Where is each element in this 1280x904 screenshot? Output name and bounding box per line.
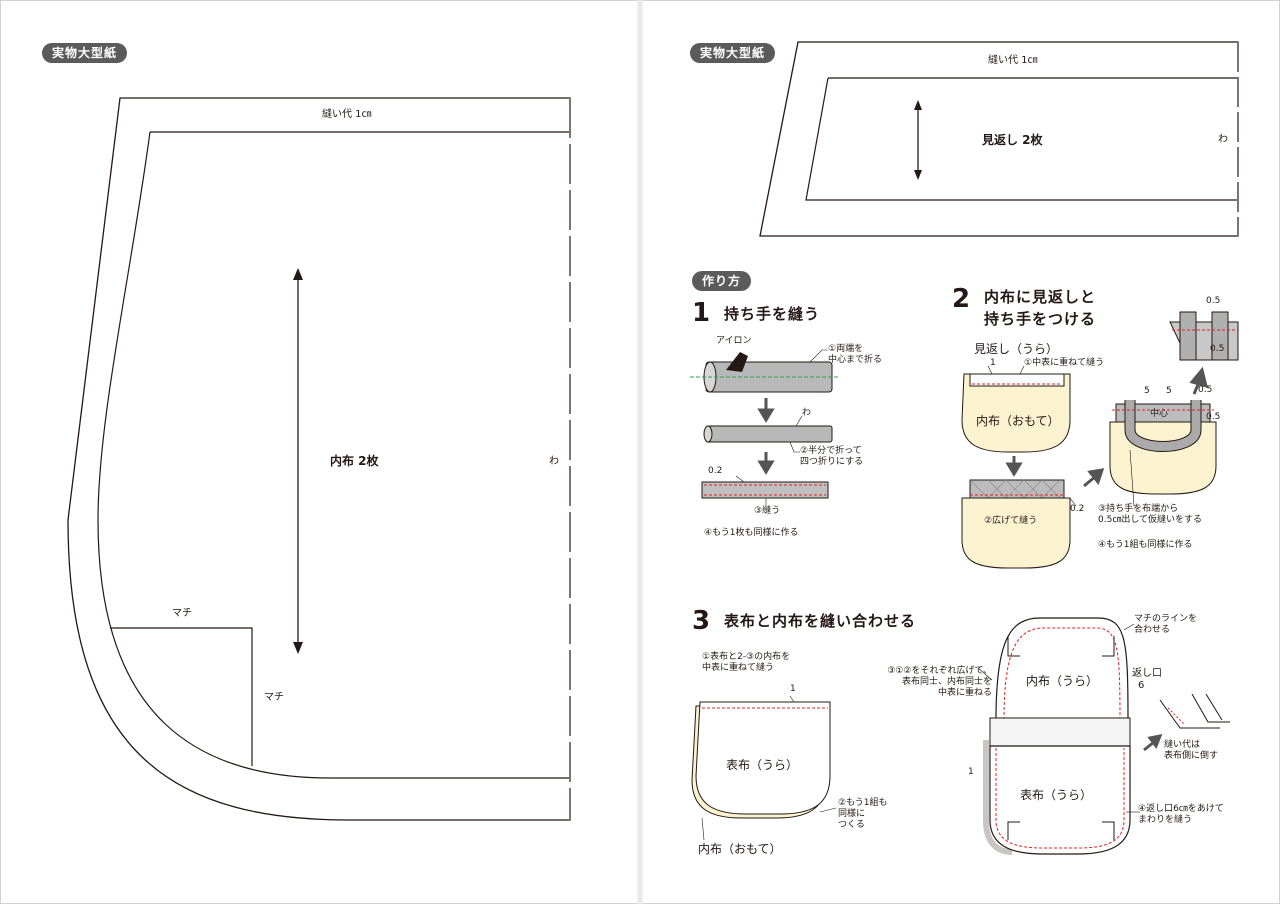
fold-mark: わ xyxy=(549,456,559,467)
gusset-label-top: マチ xyxy=(172,608,192,619)
step2-inner-label: 内布（おもて） xyxy=(976,414,1060,428)
step2-center: 中心 xyxy=(1150,409,1169,419)
step3-m1b: 1 xyxy=(968,767,974,777)
step2-title-line1: 内布に見返しと xyxy=(984,288,1097,306)
step2-m05d: 0.5 xyxy=(1210,344,1225,354)
step3-note2: ②もう1組も 同様に つくる xyxy=(838,798,888,830)
step1-note2: ②半分で折って 四つ折りにする xyxy=(800,446,864,467)
step3-outer-back: 表布（うら） xyxy=(1020,788,1093,802)
step2-note3: ③持ち手を布端から 0.5㎝出して仮縫いをする xyxy=(1098,504,1203,525)
step3-opening: 返し口 xyxy=(1132,668,1162,679)
step1-measure: 0.2 xyxy=(708,466,723,476)
facing-seam-label: 縫い代 1㎝ xyxy=(988,55,1038,66)
step2-title-line2: 持ち手をつける xyxy=(984,310,1097,328)
gusset-label-side: マチ xyxy=(264,692,284,703)
method-badge: 作り方 xyxy=(692,271,752,291)
left-page: 実物大型紙 縫い代 1㎝ 内布 2枚 わ マチ マチ xyxy=(42,43,571,821)
step1-number: 1 xyxy=(692,298,711,328)
facing-fold-mark: わ xyxy=(1218,134,1228,145)
inner-cloth-pattern xyxy=(67,97,571,821)
step3-note1: ①表布と2-③の内布を 中表に重ねて縫う xyxy=(702,652,791,673)
piece-label: 内布 2枚 xyxy=(330,454,379,468)
step3-diagram xyxy=(691,617,1230,855)
step1-note3: ③縫う xyxy=(754,506,781,516)
step2-diagram xyxy=(961,311,1239,569)
step2-m05b: 0.5 xyxy=(1206,412,1221,422)
step2-m5a: 5 xyxy=(1144,386,1150,396)
facing-piece-label: 見返し 2枚 xyxy=(982,133,1043,147)
step1-note1: ①両端を 中心まで折る xyxy=(828,344,883,365)
pattern-badge: 実物大型紙 xyxy=(690,43,776,63)
step2-number: 2 xyxy=(952,284,971,314)
step2-note4: ④もう1組も同様に作る xyxy=(1098,540,1193,550)
step2-m02: 0.2 xyxy=(1070,504,1085,514)
seam-allowance-label: 縫い代 1㎝ xyxy=(322,109,372,120)
step2-m05c: 0.5 xyxy=(1206,296,1221,306)
step2-note1: ①中表に重ねて縫う xyxy=(1024,358,1105,368)
step3-seam-note: 縫い代は 表布側に倒す xyxy=(1164,740,1219,761)
pattern-badge: 実物大型紙 xyxy=(42,43,128,63)
step3-note4: ④返し口6㎝をあけて まわりを縫う xyxy=(1138,804,1224,825)
step3-number: 3 xyxy=(692,606,711,636)
step2-m05a: 0.5 xyxy=(1198,385,1213,395)
step2-facing-label: 見返し（うら） xyxy=(974,342,1059,356)
step2-note2: ②広げて縫う xyxy=(984,516,1038,526)
step2-m1: 1 xyxy=(990,358,996,368)
step3-outer-label: 表布（うら） xyxy=(726,758,799,772)
step1-iron-label: アイロン xyxy=(716,336,752,346)
facing-pattern xyxy=(759,41,1239,237)
step3-opening-num: 6 xyxy=(1138,680,1145,691)
step2-m5b: 5 xyxy=(1166,386,1172,396)
step3-title: 表布と内布を縫い合わせる xyxy=(724,612,917,630)
step3-inner-back: 内布（うら） xyxy=(1026,674,1099,688)
step3-m1: 1 xyxy=(790,684,796,694)
step1-note4: ④もう1枚も同様に作る xyxy=(704,528,799,538)
step1-title: 持ち手を縫う xyxy=(724,305,821,323)
right-page: 実物大型紙 縫い代 1㎝ 見返し 2枚 わ 作り方 1 持ち手を縫う xyxy=(640,0,1280,904)
step3-inner-front: 内布（おもて） xyxy=(698,842,782,856)
step1-fold-mark: わ xyxy=(802,408,812,418)
step3-note3: ③①②をそれぞれ広げて、 表布同士、内布同士を 中表に重ねる xyxy=(887,666,992,698)
step3-gusset-note: マチのラインを 合わせる xyxy=(1134,614,1198,635)
step1-diagram xyxy=(690,349,840,510)
page-gutter xyxy=(637,0,643,904)
